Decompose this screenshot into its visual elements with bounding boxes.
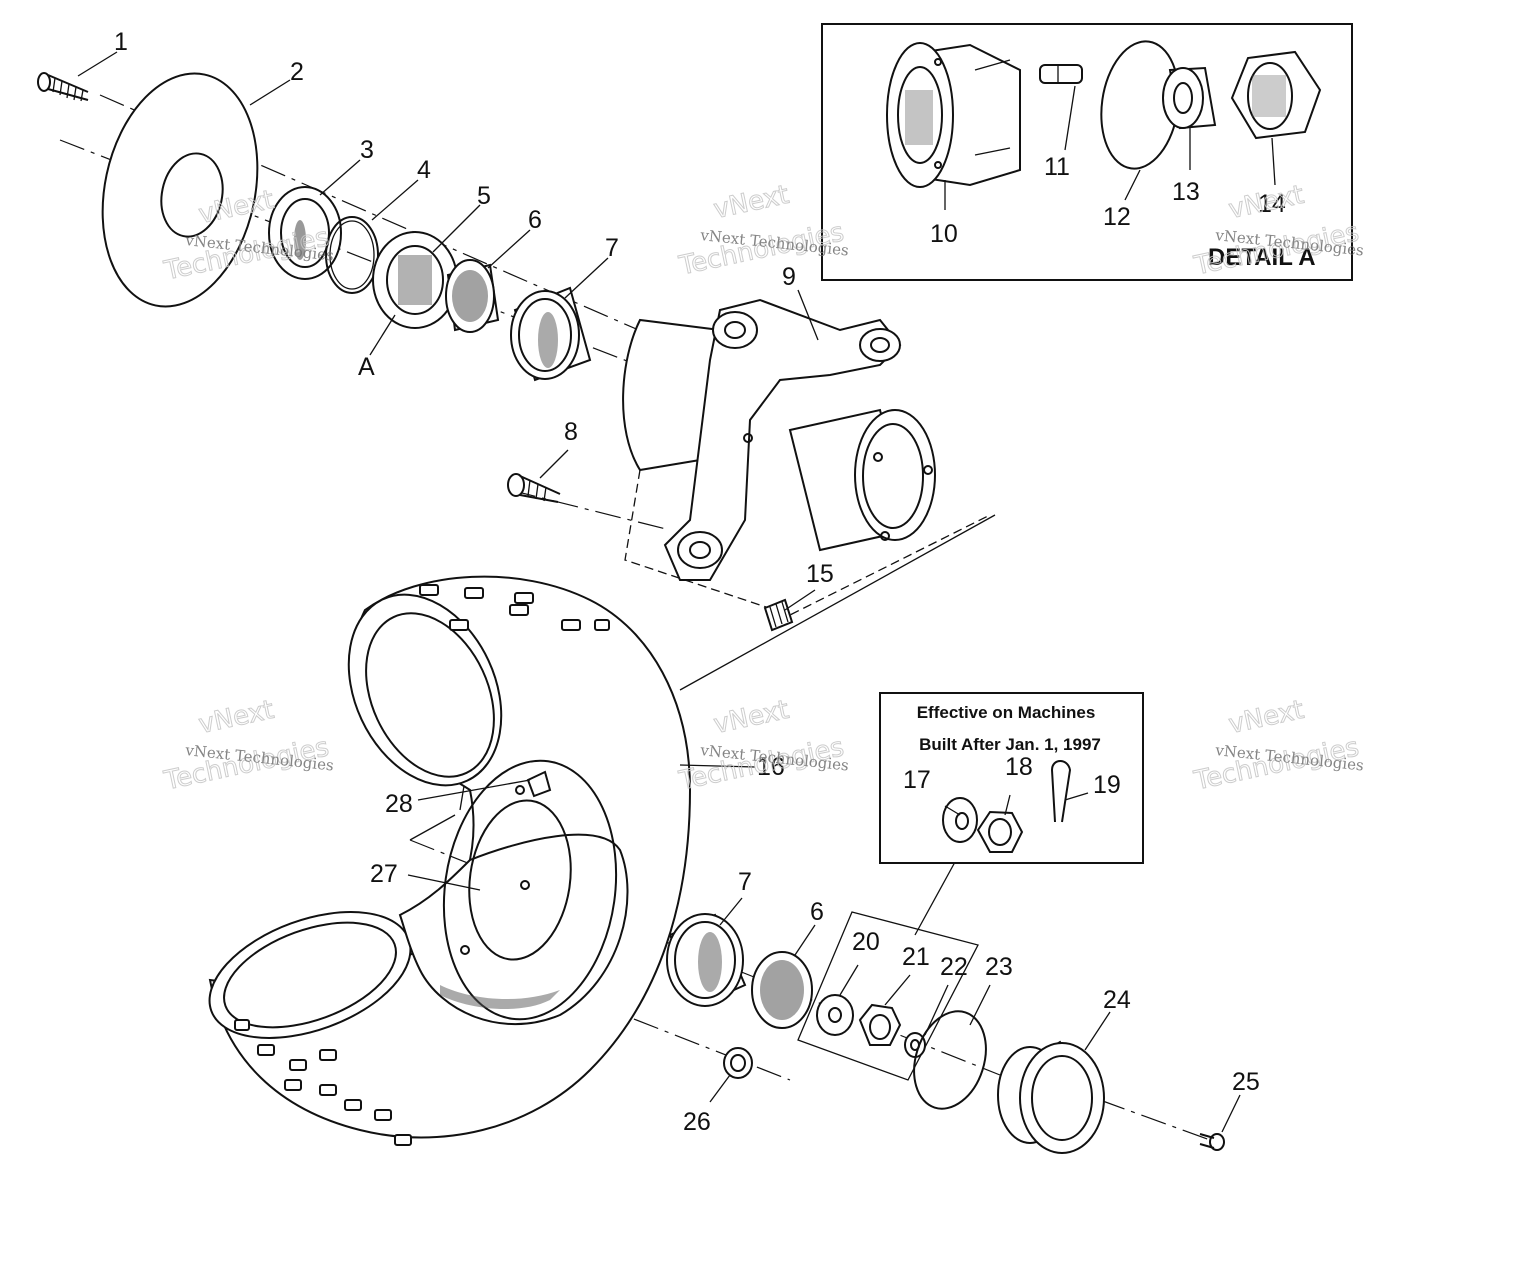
svg-text:vNext: vNext	[196, 695, 277, 740]
callout-10: 10	[930, 220, 958, 248]
part-15-stud	[763, 598, 794, 632]
part-19-cotter-pin	[1050, 760, 1072, 823]
part-6b-bearing-cone	[751, 951, 813, 1029]
part-8-bolt	[507, 473, 561, 503]
callout-23: 23	[985, 953, 1013, 981]
callout-24: 24	[1103, 986, 1131, 1014]
callout-20: 20	[852, 928, 880, 956]
callout-1: 1	[114, 28, 128, 56]
part-22-washer	[904, 1032, 926, 1058]
part-23-o-ring	[913, 1010, 987, 1110]
callout-14: 14	[1258, 190, 1286, 218]
part-1-screw	[37, 72, 89, 102]
callout-13: 13	[1172, 178, 1200, 206]
callout-25: 25	[1232, 1068, 1260, 1096]
part-26-cap	[723, 1047, 753, 1079]
part-14-nut	[1230, 50, 1322, 140]
callout-12: 12	[1103, 203, 1131, 231]
detail-a-box: DETAIL A	[821, 23, 1353, 281]
svg-text:vNext: vNext	[711, 695, 792, 740]
svg-text:vNext: vNext	[711, 180, 792, 225]
part-9-hub	[622, 298, 936, 581]
note-line-1: Effective on Machines	[917, 703, 1096, 722]
callout-16: 16	[757, 753, 785, 781]
callout-2: 2	[290, 58, 304, 86]
part-5-bearing-a	[372, 231, 458, 329]
part-11-pin	[1039, 64, 1083, 84]
callout-5: 5	[477, 182, 491, 210]
callout-6b: 6	[810, 898, 824, 926]
svg-text:vNext: vNext	[1226, 695, 1307, 740]
watermark-5: vNext Technologies vNext Technologies	[676, 694, 850, 797]
part-2-disc	[101, 72, 259, 308]
part-27-wheel	[398, 759, 629, 1026]
callout-22: 22	[940, 953, 968, 981]
callout-27: 27	[370, 860, 398, 888]
callout-3: 3	[360, 136, 374, 164]
callout-21: 21	[902, 943, 930, 971]
part-18-castle-nut	[976, 810, 1024, 853]
callout-28: 28	[385, 790, 413, 818]
callout-7: 7	[605, 234, 619, 262]
part-25-screw	[1199, 1133, 1225, 1151]
callout-26: 26	[683, 1108, 711, 1136]
part-7-bearing-cup	[510, 286, 592, 382]
leader-lines	[77, 51, 1241, 1133]
callout-17: 17	[903, 766, 931, 794]
part-17-washer	[942, 797, 978, 843]
callout-9: 9	[782, 263, 796, 291]
callout-a: A	[358, 353, 375, 381]
callout-4: 4	[417, 156, 431, 184]
part-20-washer	[816, 994, 854, 1036]
callout-15: 15	[806, 560, 834, 588]
callout-18: 18	[1005, 753, 1033, 781]
part-21-nut	[858, 1003, 902, 1046]
part-3-seal	[268, 186, 342, 280]
callout-7b: 7	[738, 868, 752, 896]
watermark-4: vNext Technologies vNext Technologies	[161, 694, 335, 797]
watermark-6: vNext Technologies vNext Technologies	[1191, 694, 1365, 797]
part-28-valve	[526, 770, 552, 798]
note-line-2: Built After Jan. 1, 1997	[919, 735, 1101, 754]
detail-a-title: DETAIL A	[1208, 244, 1316, 271]
note-box: Effective on Machines Built After Jan. 1…	[879, 692, 1144, 864]
callout-19: 19	[1093, 771, 1121, 799]
part-24-hub-cap	[997, 1040, 1105, 1154]
part-6-bearing-cone	[445, 259, 500, 333]
callout-6: 6	[528, 206, 542, 234]
part-7b-bearing-cup	[666, 913, 747, 1007]
callout-11: 11	[1044, 153, 1070, 181]
callout-8: 8	[564, 418, 578, 446]
part-10-clutch-hub	[886, 42, 1021, 188]
callout-labels: 1 2 3 4 5 6 7 A 9 8 15 16 28 27 7 6 20 2…	[114, 28, 1286, 1136]
part-13-spacer	[1162, 66, 1217, 130]
